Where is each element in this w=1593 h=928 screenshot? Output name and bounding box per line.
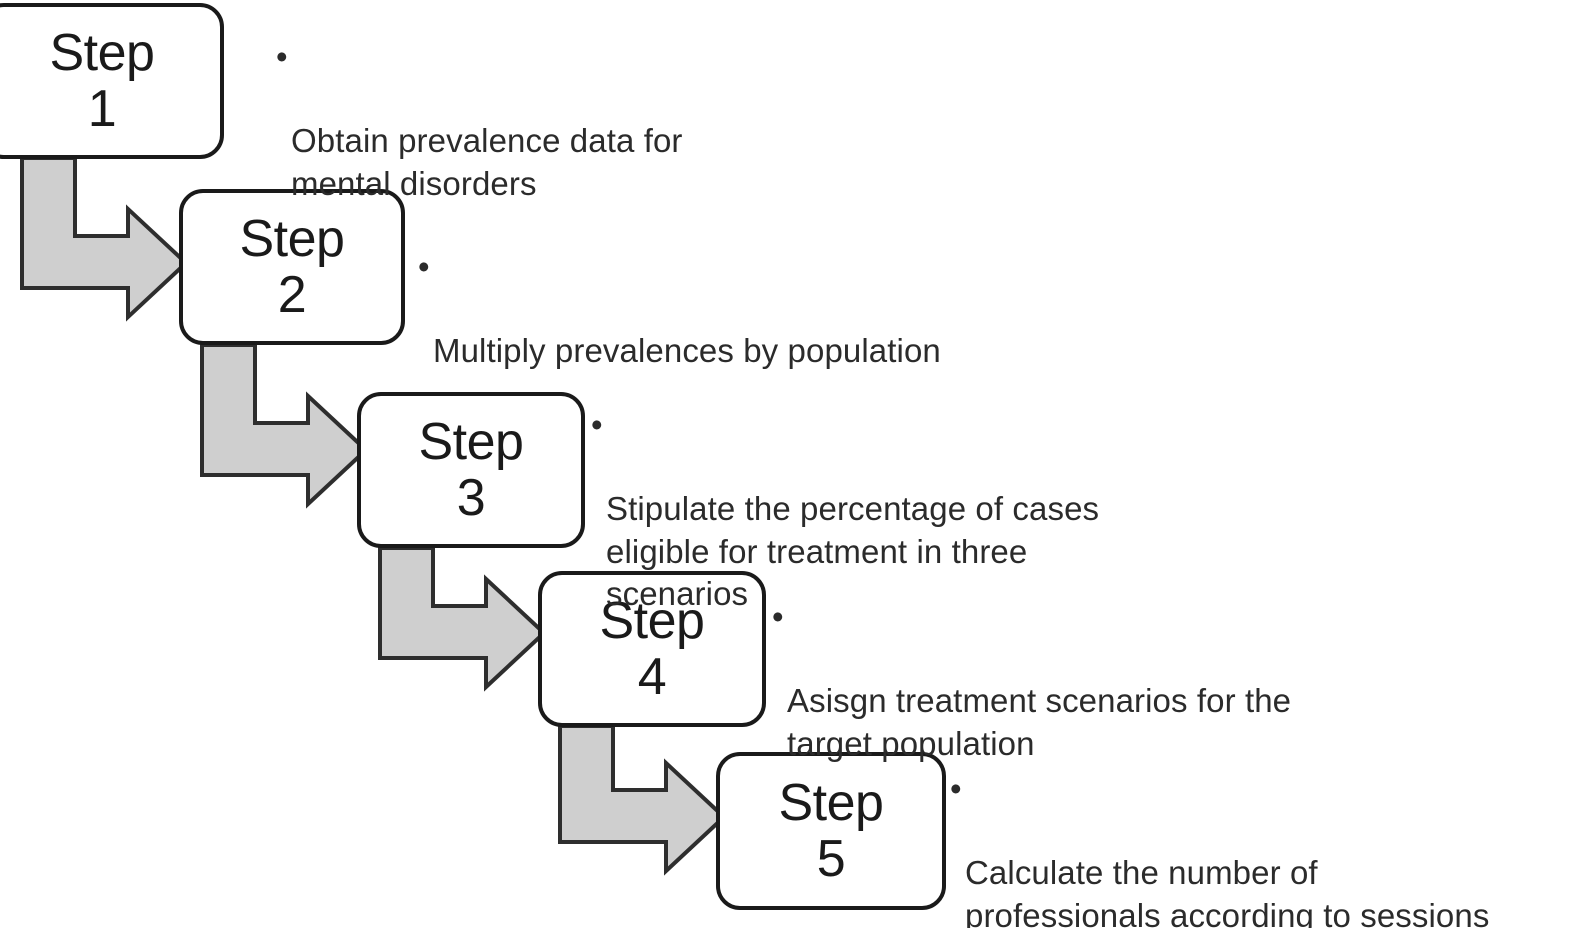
bullet-dot-icon: • xyxy=(418,248,430,285)
step-1-bullet-text: Obtain prevalence data for mental disord… xyxy=(291,122,683,202)
step-4-bullet-text: Asisgn treatment scenarios for the targe… xyxy=(787,682,1292,762)
connector-arrow-step4-step5 xyxy=(558,724,727,876)
step-4-bullet: • Asisgn treatment scenarios for the tar… xyxy=(772,596,1402,807)
bullet-dot-icon: • xyxy=(772,598,784,635)
connector-arrow-step3-step4 xyxy=(378,546,547,692)
connector-arrow-step1-step2 xyxy=(20,156,189,322)
step-3-bullet-text: Stipulate the percentage of cases eligib… xyxy=(606,490,1100,612)
step-box-2[interactable] xyxy=(179,189,405,345)
step-box-5[interactable] xyxy=(716,752,946,910)
step-5-bullet: • Calculate the number of professionals … xyxy=(950,768,1593,928)
step-box-3[interactable] xyxy=(357,392,585,548)
step-box-4[interactable] xyxy=(538,571,766,727)
step-2-bullet-text: Multiply prevalences by population xyxy=(433,332,941,370)
connector-arrow-step2-step3 xyxy=(200,343,369,509)
step-3-bullet: • Stipulate the percentage of cases elig… xyxy=(591,404,1211,657)
bullet-dot-icon: • xyxy=(276,38,288,75)
step-5-bullet-text: Calculate the number of professionals ac… xyxy=(965,854,1490,928)
step-2-bullet: • Multiply prevalences by population xyxy=(418,246,1058,415)
step-1-bullet: • Obtain prevalence data for mental diso… xyxy=(276,36,836,247)
bullet-dot-icon: • xyxy=(950,770,962,807)
bullet-dot-icon: • xyxy=(591,406,603,443)
step-box-1[interactable] xyxy=(0,3,224,159)
